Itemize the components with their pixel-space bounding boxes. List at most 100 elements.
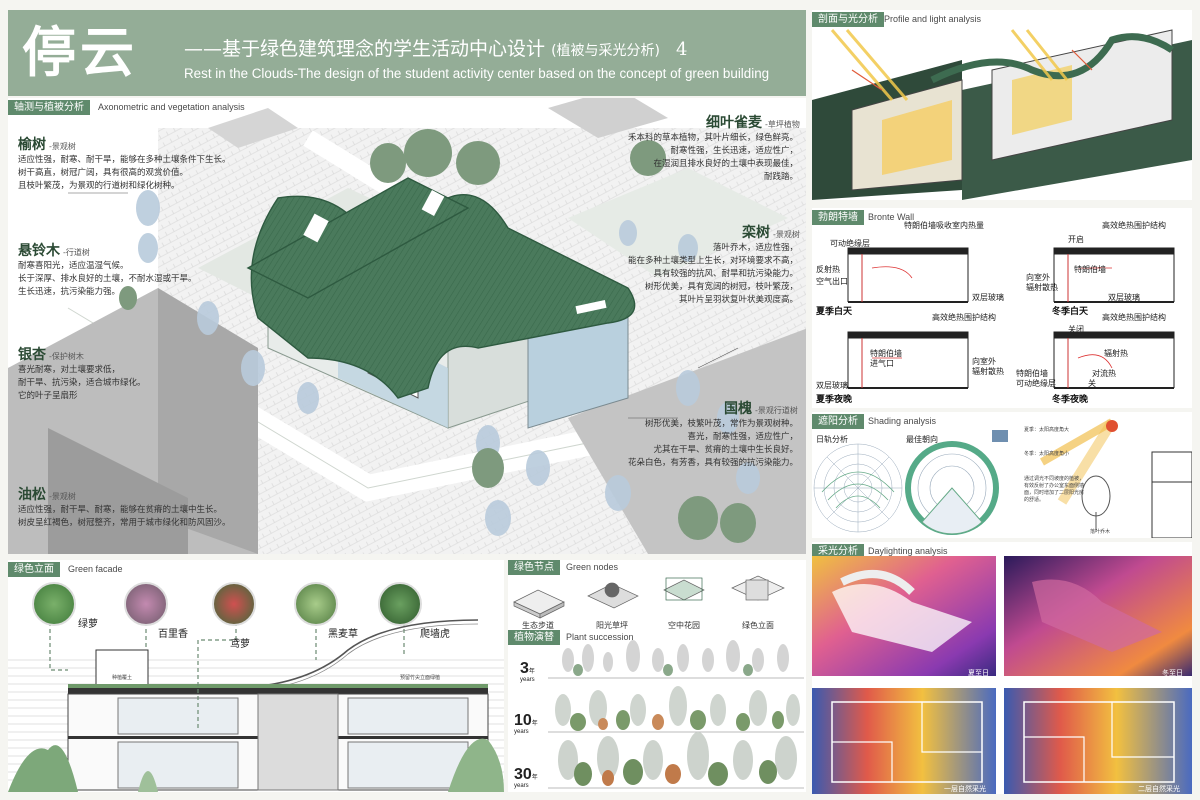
plant-thyme	[124, 582, 168, 626]
nodes-drawing	[513, 575, 804, 789]
plant-quamoclit	[212, 582, 256, 626]
tag-section: 剖面与光分析	[812, 12, 884, 27]
caption-summer-solstice: 夏至日	[968, 669, 989, 677]
shading-drawing	[813, 418, 1192, 538]
plant-ivy	[378, 582, 422, 626]
node-label-eco-path: 生态步道	[522, 621, 554, 630]
plant-label: 爬墙虎	[420, 629, 450, 640]
node-label-sky-garden: 空中花园	[668, 621, 700, 630]
title-english: Rest in the Clouds-The design of the stu…	[184, 66, 770, 81]
plant-photo	[212, 582, 256, 626]
plant-photo	[378, 582, 422, 626]
tree-name: 栾树-景观树	[742, 225, 800, 241]
tag-shading: 遮阳分析	[812, 414, 864, 429]
bronte-c5: 辐射散热	[972, 367, 1004, 376]
bronte-c4: 向室外	[972, 357, 996, 366]
bronte-c3: 进气口	[870, 359, 894, 368]
tree-name: 细叶雀麦-草坪植物	[706, 115, 800, 131]
axonometric-drawing	[8, 98, 806, 554]
bronte-a4: 空气出口	[816, 277, 848, 286]
plant-ryegrass	[294, 582, 338, 626]
node-label-green-facade: 绿色立面	[742, 621, 774, 630]
case-summer-night: 夏季夜晚	[816, 395, 853, 405]
tree-note-plane: 悬铃木-行道树 耐寒喜阳光，适应温湿气候。 长于深厚、排水良好的土壤，不耐水湿或…	[18, 240, 197, 299]
plant-photo	[124, 582, 168, 626]
bronte-a1: 特朗伯墙吸收室内热量	[904, 221, 984, 230]
tag-axonometric-en: Axonometric and vegetation analysis	[98, 102, 245, 112]
plant-photo	[32, 582, 76, 626]
bronte-d1: 高效绝热围护结构	[1102, 313, 1166, 322]
title-zh-sub: (植被与采光分析)	[551, 43, 660, 59]
bronte-d3: 辐射热	[1104, 349, 1128, 358]
tag-daylight: 采光分析	[812, 544, 864, 559]
bronte-b6: 双层玻璃	[1108, 293, 1140, 302]
daylight-maps	[812, 556, 1192, 794]
bronte-a5: 双层玻璃	[972, 293, 1004, 302]
bronte-b1: 高效绝热围护结构	[1102, 221, 1166, 230]
page-number: 4	[676, 39, 688, 60]
tree-name: 悬铃木-行道树	[18, 243, 90, 259]
facade-drawing	[8, 619, 504, 792]
bronte-c6: 双层玻璃	[816, 381, 848, 390]
tag-section-en: Profile and light analysis	[884, 14, 982, 24]
note-winter: 冬季：太阳高度角小	[1024, 451, 1070, 457]
node-label-sun-lawn: 阳光草坪	[596, 621, 628, 630]
sun-path-label: 日轨分析	[816, 435, 848, 444]
tag-daylight-en: Daylighting analysis	[868, 546, 948, 556]
caption-floor1: 一层自然采光	[944, 785, 986, 793]
tag-facade-en: Green facade	[68, 564, 123, 574]
bronte-b4: 向室外	[1026, 273, 1050, 282]
bronte-b3: 特朗伯墙	[1074, 265, 1106, 274]
tree-name: 银杏-保护树木	[18, 347, 84, 363]
tree-note-sophora: 国槐-景观行道树 树形优美，枝繁叶茂，常作为景观树种。 喜光，耐寒性强，适应性广…	[606, 398, 798, 470]
succession-row-30	[548, 732, 804, 789]
bronte-d7: 关	[1088, 379, 1096, 388]
orientation-label: 最佳朝向	[906, 435, 938, 444]
axonometric-panel: 轴测与植被分析 Axonometric and vegetation analy…	[8, 98, 806, 554]
plant-label: 百里香	[158, 629, 188, 640]
note-shading-desc: 通过调光不同坡度的植被，有效反射了办公室东面侧墙面，同时增加了二层阳光房的舒适。	[1024, 476, 1085, 503]
note-summer: 夏季：太阳高度角大	[1024, 427, 1070, 433]
tag-succession-en: Plant succession	[566, 632, 634, 642]
tag-shading-en: Shading analysis	[868, 416, 937, 426]
bronte-a3: 反射热	[816, 265, 840, 274]
tag-nodes-en: Green nodes	[566, 562, 619, 572]
plant-label: 鸢萝	[230, 639, 250, 650]
title-zh-main: ——基于绿色建筑理念的学生活动中心设计	[184, 38, 546, 60]
bronte-wall-panel: 勃朗特墙 Bronte Wall	[812, 208, 1192, 408]
logo-title: 停云	[22, 20, 138, 84]
tag-bronte: 勃朗特墙	[812, 210, 864, 225]
bronte-diagrams	[847, 247, 1175, 389]
bronte-d6: 可动绝缘层	[1016, 379, 1056, 388]
tag-axonometric: 轴测与植被分析	[8, 100, 90, 115]
header-banner: 停云 ——基于绿色建筑理念的学生活动中心设计 (植被与采光分析) 4 Rest …	[8, 10, 806, 96]
tree-name: 榆树-景观树	[18, 137, 76, 153]
green-nodes-panel: 绿色节点 Green nodes	[508, 560, 806, 792]
bronte-b2: 开启	[1068, 235, 1084, 244]
tree-note-ginkgo: 银杏-保护树木 喜光耐寒，对土壤要求低， 耐干旱、抗污染，适合城市绿化。 它的叶…	[18, 344, 146, 403]
succession-row-10	[548, 686, 804, 733]
tag-facade: 绿色立面	[8, 562, 60, 577]
facade-label-reserve: 预留竹尖立面绿植	[400, 675, 441, 681]
section-light-panel: 剖面与光分析 Profile and light analysis	[812, 10, 1192, 200]
tree-name: 油松-景观树	[18, 487, 76, 503]
tag-succession: 植物演替	[508, 630, 560, 645]
plant-label: 黑麦草	[328, 629, 358, 640]
tag-bronte-en: Bronte Wall	[868, 212, 915, 222]
case-summer-day: 夏季白天	[816, 307, 853, 317]
tag-nodes: 绿色节点	[508, 560, 560, 575]
daylighting-panel: 采光分析 Daylighting analysis	[812, 542, 1192, 794]
caption-winter-solstice: 冬至日	[1162, 669, 1183, 677]
facade-label-soil: 种植覆土	[112, 675, 133, 681]
case-winter-day: 冬季白天	[1052, 307, 1089, 317]
shading-panel: 遮阳分析 Shading analysis 日轨分析 最佳朝向	[812, 412, 1192, 538]
caption-floor2: 二层自然采光	[1138, 785, 1180, 793]
green-facade-panel: 绿色立面 Green facade	[8, 560, 504, 792]
bronte-b5: 辐射散热	[1026, 283, 1058, 292]
plant-label: 绿萝	[78, 619, 98, 630]
title-chinese: ——基于绿色建筑理念的学生活动中心设计 (植被与采光分析) 4	[184, 34, 688, 61]
